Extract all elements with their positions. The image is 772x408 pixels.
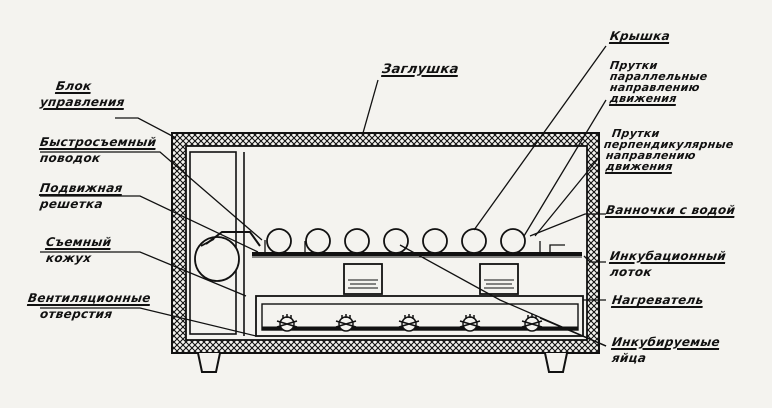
heaters [276,314,543,332]
label-eggs-1: Инкубируемые [611,335,722,349]
label-quick-release-1: Быстросъемный [39,135,158,149]
label-incubation-tray-1: Инкубационный [609,249,728,263]
label-heater: Нагреватель [611,293,705,307]
label-lid: Крышка [609,29,672,43]
label-vent-holes-1: Вентиляционные [27,291,152,305]
legs [197,352,568,373]
drive-wheel [194,231,261,282]
control-unit [189,151,237,335]
water-baths [343,263,519,295]
label-water-baths: Ванночки с водой [605,203,737,217]
label-plug: Заглушка [381,62,460,77]
label-rods-perp-4: движения [605,160,674,173]
label-incubation-tray-2: лоток [609,265,653,279]
label-removable-casing-1: Съемный [45,235,113,249]
label-eggs-2: яйца [611,351,648,365]
heater-tray [255,295,584,337]
label-removable-casing-2: кожух [45,251,93,265]
label-control-unit-2: управления [39,95,126,109]
label-moving-grid-1: Подвижная [39,181,124,195]
label-moving-grid-2: решетка [39,197,104,211]
housing [171,132,600,354]
leader-lines [40,45,607,347]
label-vent-holes-2: отверстия [39,307,114,321]
label-rods-parallel-4: движения [609,92,678,105]
label-control-unit-1: Блок [55,79,93,93]
label-quick-release-2: поводок [39,151,102,165]
